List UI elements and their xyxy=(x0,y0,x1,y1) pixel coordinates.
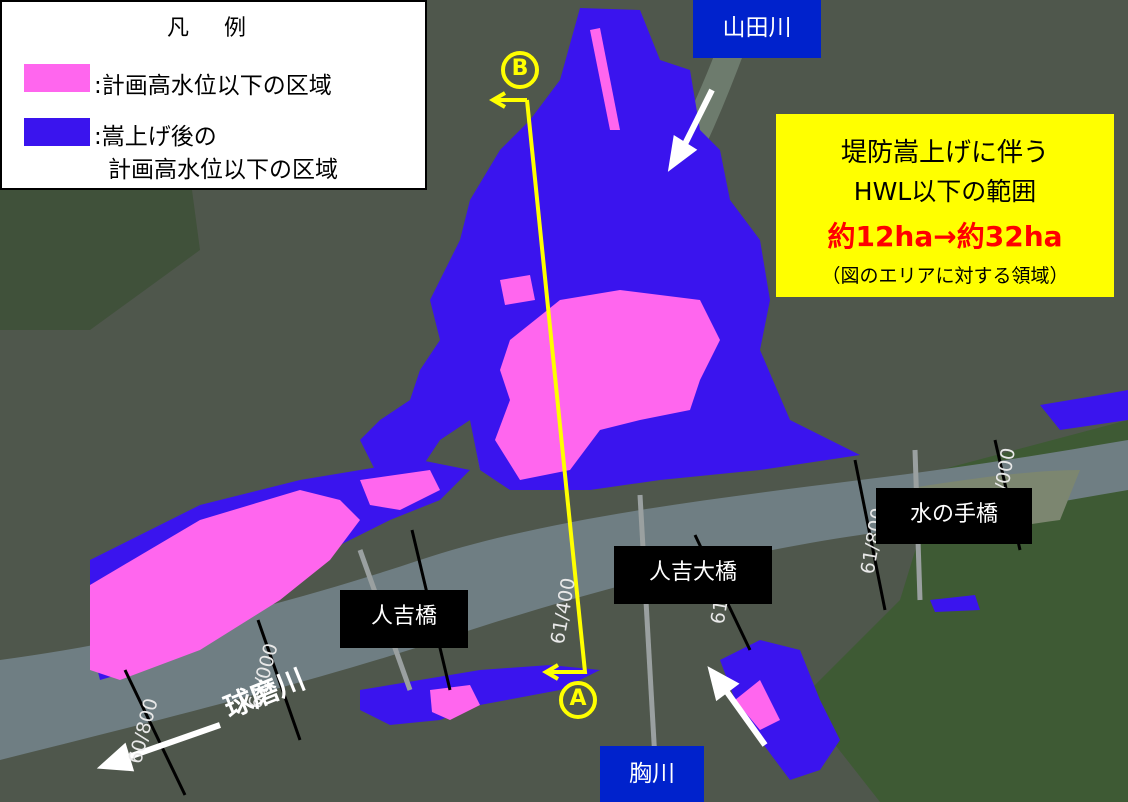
kuma-river xyxy=(0,440,1128,760)
callout-line-1: 堤防嵩上げに伴う xyxy=(840,138,1049,168)
point-a-label: A xyxy=(569,686,587,711)
bridge-label-hitoyoshi-bashi: 人吉橋 xyxy=(340,590,468,648)
section-lines xyxy=(123,439,1022,796)
river-label-yamada: 山田川 xyxy=(693,0,821,58)
legend: 凡 例 :計画高水位以下の区域 :嵩上げ後の 計画高水位以下の区域 xyxy=(0,0,427,190)
legend-label-below-hwl: :計画高水位以下の区域 xyxy=(94,73,332,99)
point-b-label: B xyxy=(511,56,529,81)
bridge-label-mizunote-bashi: 水の手橋 xyxy=(876,488,1032,544)
summary-callout: 堤防嵩上げに伴う HWL以下の範囲 約12ha→約32ha （図のエリアに対する… xyxy=(776,114,1114,297)
callout-area-change: 約12ha→約32ha xyxy=(827,220,1063,253)
callout-note: （図のエリアに対する領域） xyxy=(821,265,1069,287)
legend-label-below-hwl-raised-2: 計画高水位以下の区域 xyxy=(108,157,338,183)
callout-line-2: HWL以下の範囲 xyxy=(853,177,1037,206)
legend-title: 凡 例 xyxy=(167,16,260,41)
river-label-mune: 胸川 xyxy=(600,746,704,802)
flow-arrows xyxy=(96,88,768,772)
legend-label-below-hwl-raised: :嵩上げ後の xyxy=(94,124,217,150)
legend-swatch-below-hwl-raised xyxy=(24,118,90,146)
bridge-label-hitoyoshi-ohashi: 人吉大橋 xyxy=(614,546,772,604)
route-a-b xyxy=(489,51,597,719)
legend-swatch-below-hwl xyxy=(24,64,90,92)
